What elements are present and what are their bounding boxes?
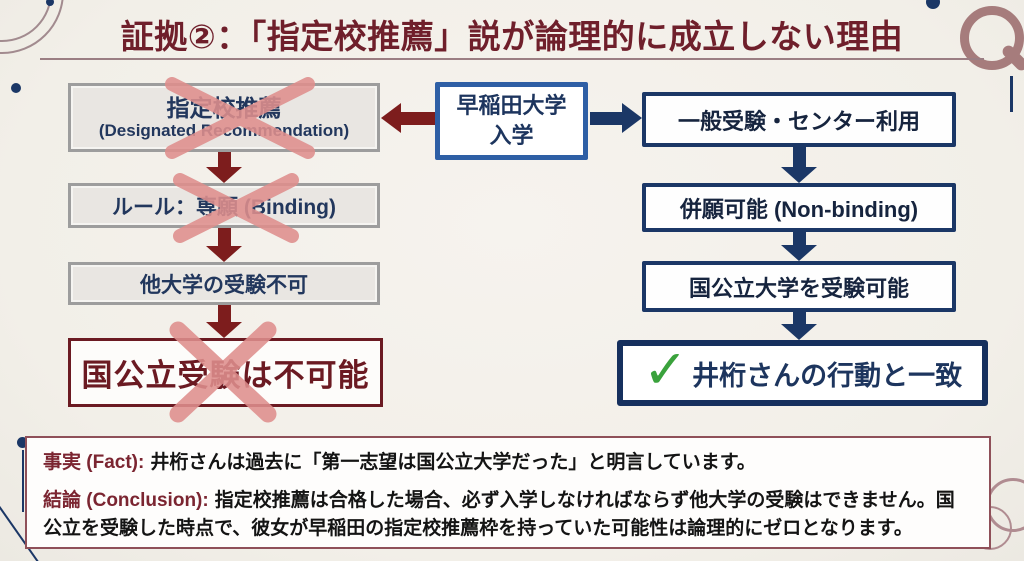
- x-mark-icon: [173, 173, 299, 243]
- box-label: 一般受験・センター利用: [677, 108, 920, 134]
- arrow-down-icon: [206, 228, 242, 262]
- fact-conclusion-panel: 事実 (Fact):井桁さんは過去に「第一志望は国公立大学だった」と明言していま…: [25, 436, 991, 549]
- box-label: 他大学の受験不可: [140, 273, 308, 297]
- box-label-line1: 早稲田大学: [456, 93, 567, 119]
- dot-icon: [46, 0, 54, 6]
- x-mark-icon: [169, 321, 277, 423]
- fact-line: 事実 (Fact):井桁さんは過去に「第一志望は国公立大学だった」と明言していま…: [43, 449, 973, 478]
- fact-text: 井桁さんは過去に「第一志望は国公立大学だった」と明言しています。: [150, 452, 756, 473]
- arrow-down-icon: [781, 147, 817, 183]
- right-result-box: ✓ 井桁さんの行動と一致: [617, 340, 988, 406]
- dot-icon: [17, 437, 28, 448]
- arrow-right-icon: [590, 103, 642, 133]
- dot-icon: [926, 0, 940, 9]
- magnifier-icon: [960, 6, 1024, 70]
- box-label-line2: 入学: [489, 123, 534, 148]
- dot-icon: [11, 83, 21, 93]
- right-box-general-exam: 一般受験・センター利用: [642, 92, 956, 147]
- box-label: 国公立大学を受験可能: [688, 275, 909, 301]
- arrow-left-icon: [381, 103, 435, 133]
- right-box-non-binding: 併願可能 (Non-binding): [642, 183, 956, 232]
- page-title: 証拠②：「指定校推薦」説が論理的に成立しない理由: [120, 18, 904, 55]
- center-box-waseda-admission: 早稲田大学 入学: [435, 82, 588, 160]
- fact-label: 事実 (Fact):: [43, 452, 145, 473]
- arrow-down-icon: [781, 232, 817, 261]
- conclusion-line: 結論 (Conclusion):指定校推薦は合格した場合、必ず入学しなければなら…: [43, 487, 973, 544]
- check-icon: ✓: [642, 340, 689, 400]
- line-icon: [22, 450, 24, 512]
- line-icon: [1010, 76, 1013, 112]
- result-label: 井桁さんの行動と一致: [692, 360, 963, 391]
- conclusion-label: 結論 (Conclusion):: [43, 489, 209, 511]
- arrow-down-icon: [206, 305, 242, 338]
- arrow-down-icon: [781, 312, 817, 340]
- left-box-no-other-universities: 他大学の受験不可: [68, 262, 380, 305]
- title-underline: [40, 58, 984, 60]
- x-mark-icon: [165, 77, 315, 159]
- right-box-national-public-possible: 国公立大学を受験可能: [642, 261, 956, 312]
- arrow-down-icon: [206, 152, 242, 183]
- box-label: 併願可能 (Non-binding): [679, 196, 919, 222]
- conclusion-text: 指定校推薦は合格した場合、必ず入学しなければならず他大学の受験はできません。国公…: [43, 489, 955, 540]
